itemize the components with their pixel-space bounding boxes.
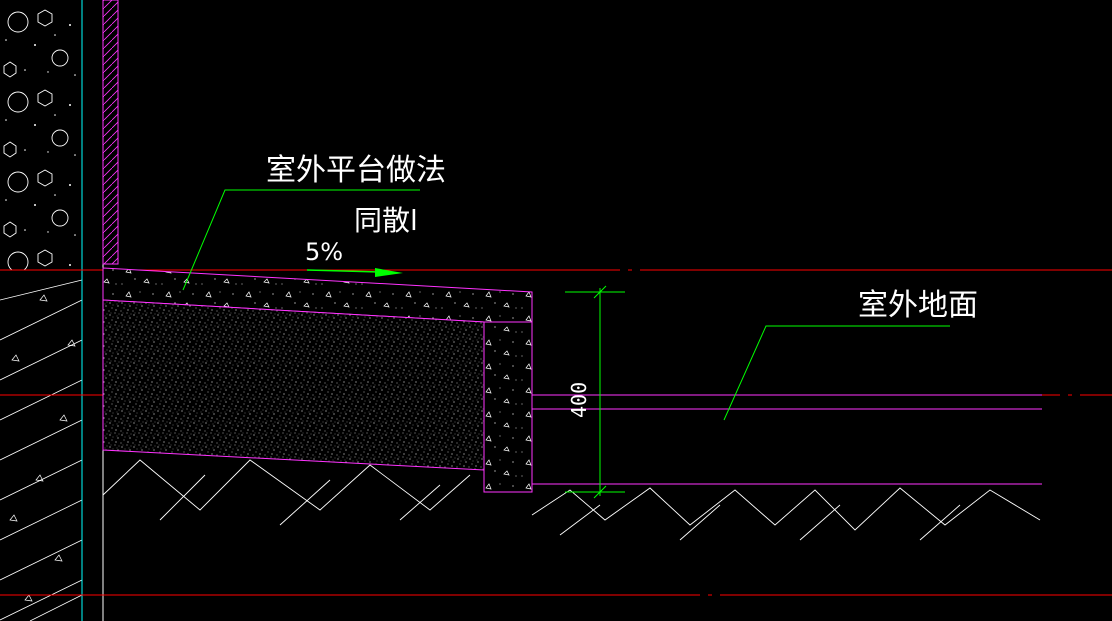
platform-edge-curb xyxy=(483,321,533,493)
ground-note: 室外地面 xyxy=(858,288,978,323)
upper-wall-finish xyxy=(102,0,119,265)
aggregate-wall-fill xyxy=(0,0,82,270)
lower-wall-hatch xyxy=(0,270,83,621)
soil-hatch xyxy=(102,459,1041,541)
platform-note-sub: 同散l xyxy=(354,204,418,237)
ground-lines xyxy=(532,394,1042,485)
dimension-400 xyxy=(565,285,625,499)
platform-note: 室外平台做法 xyxy=(266,153,446,188)
slope-label: 5% xyxy=(305,238,343,266)
leader-lines xyxy=(182,189,950,421)
dimension-label: 400 xyxy=(567,382,591,418)
platform-fill-layer xyxy=(102,299,485,471)
slope-arrow-icon xyxy=(306,268,403,277)
